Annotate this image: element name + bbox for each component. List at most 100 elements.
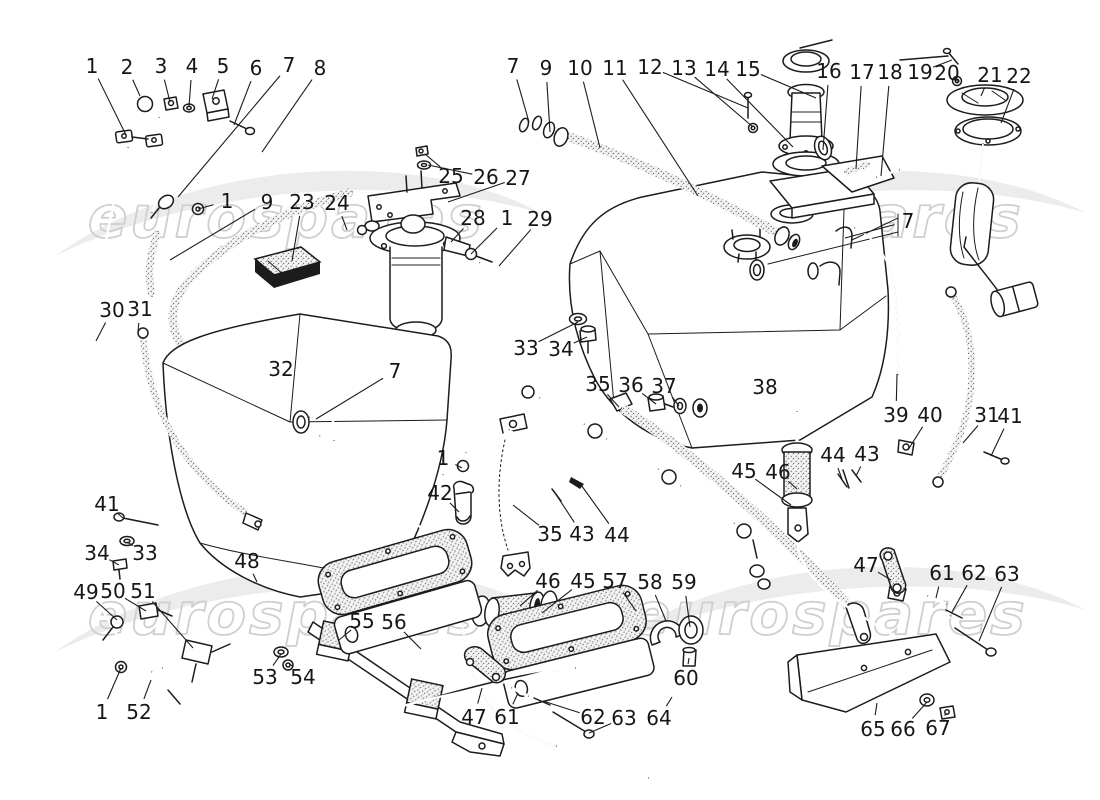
part-number: 50 <box>100 579 125 603</box>
part-number: 18 <box>877 60 902 84</box>
bottom-bracket-drawing <box>787 594 997 720</box>
part-label-43: 43 <box>854 442 880 477</box>
part-label-15: 15 <box>735 57 817 99</box>
leader-line <box>935 586 940 599</box>
leader-line <box>955 79 959 83</box>
part-number: 37 <box>651 374 676 398</box>
part-number: 53 <box>252 665 277 689</box>
part-number: 29 <box>527 207 552 231</box>
part-label-40: 40 <box>907 403 943 451</box>
part-label-32: 32 <box>268 357 293 381</box>
leader-line <box>427 164 473 175</box>
part-number: 21 <box>977 63 1002 87</box>
leader-line <box>163 79 171 103</box>
link-47-right-drawing <box>879 547 907 594</box>
part-number: 46 <box>535 569 560 593</box>
leader-line <box>96 600 118 621</box>
part-label-67: 67 <box>925 712 951 740</box>
part-number: 11 <box>602 56 627 80</box>
leader-line <box>755 478 792 506</box>
part-label-43: 43 <box>556 495 595 546</box>
part-label-62: 62 <box>542 700 606 729</box>
part-label-2: 2 <box>121 55 141 97</box>
part-number: 20 <box>934 61 959 85</box>
fuel-sender-drawing <box>946 84 1039 318</box>
part-label-46: 46 <box>519 569 561 607</box>
part-number: 24 <box>324 191 349 215</box>
part-number: 4 <box>186 54 199 78</box>
part-label-54: 54 <box>288 662 316 689</box>
part-number: 63 <box>611 706 636 730</box>
leader-line <box>498 229 532 267</box>
leader-line <box>687 657 690 665</box>
leader-line <box>177 75 281 198</box>
part-number: 58 <box>637 570 662 594</box>
left-fuel-tank-drawing <box>162 313 453 598</box>
part-number: 32 <box>268 357 293 381</box>
part-label-1: 1 <box>470 206 513 255</box>
part-label-44: 44 <box>820 443 846 480</box>
part-label-35: 35 <box>585 372 620 408</box>
part-label-44: 44 <box>578 481 630 547</box>
left-long-hose-drawing <box>85 147 163 670</box>
part-number: 63 <box>994 562 1019 586</box>
leader-line <box>542 700 580 714</box>
leader-line <box>911 701 928 719</box>
part-label-33: 33 <box>513 321 579 360</box>
part-label-37: 37 <box>651 374 680 407</box>
leader-line <box>151 601 194 649</box>
leader-line <box>855 466 862 477</box>
part-label-48: 48 <box>234 549 260 583</box>
part-number: 6 <box>250 56 263 80</box>
leader-line <box>470 227 498 255</box>
part-number: 46 <box>765 460 790 484</box>
part-label-19: 19 <box>907 59 953 84</box>
part-number: 36 <box>618 373 643 397</box>
part-label-9: 9 <box>169 190 273 261</box>
leader-line <box>980 87 985 97</box>
leader-line <box>622 592 637 612</box>
part-label-39: 39 <box>883 373 909 427</box>
part-label-49: 49 <box>73 580 118 621</box>
part-label-47: 47 <box>853 553 892 581</box>
leader-line <box>1000 88 1015 124</box>
part-number: 47 <box>461 705 486 729</box>
leader-line <box>450 227 464 243</box>
part-label-1: 1 <box>86 54 127 136</box>
exploded-drawing <box>85 39 1039 780</box>
part-number: 39 <box>883 403 908 427</box>
pipe-clamp-parts-drawing <box>114 87 256 216</box>
part-number: 43 <box>569 522 594 546</box>
leader-line <box>341 215 348 231</box>
part-label-41: 41 <box>94 492 124 519</box>
part-number: 45 <box>731 459 756 483</box>
part-label-1: 1 <box>197 189 233 213</box>
part-number: 5 <box>217 54 230 78</box>
part-label-31: 31 <box>962 403 1000 444</box>
part-number: 33 <box>513 336 538 360</box>
leader-line <box>512 692 519 705</box>
part-label-52: 52 <box>126 679 152 724</box>
part-label-57: 57 <box>602 569 637 612</box>
leader-line <box>169 208 256 261</box>
part-label-34: 34 <box>84 541 120 566</box>
leader-line <box>944 712 947 716</box>
filler-cap-assembly-drawing <box>743 39 963 219</box>
leader-line <box>641 393 657 405</box>
part-number: 47 <box>853 553 878 577</box>
part-label-61: 61 <box>494 692 520 729</box>
part-number: 30 <box>99 298 124 322</box>
leader-line <box>962 425 979 444</box>
part-label-5: 5 <box>211 54 230 100</box>
part-label-41: 41 <box>990 404 1023 457</box>
part-label-8: 8 <box>261 56 326 153</box>
part-number: 62 <box>961 561 986 585</box>
part-label-26: 26 <box>427 164 499 189</box>
leader-line <box>97 78 127 136</box>
cover-assembly-a-drawing <box>317 528 483 655</box>
part-label-63: 63 <box>588 706 637 734</box>
part-label-23: 23 <box>289 190 315 262</box>
breather-pipe-drawing <box>150 115 543 219</box>
part-number: 17 <box>849 60 874 84</box>
part-label-33: 33 <box>126 541 158 565</box>
